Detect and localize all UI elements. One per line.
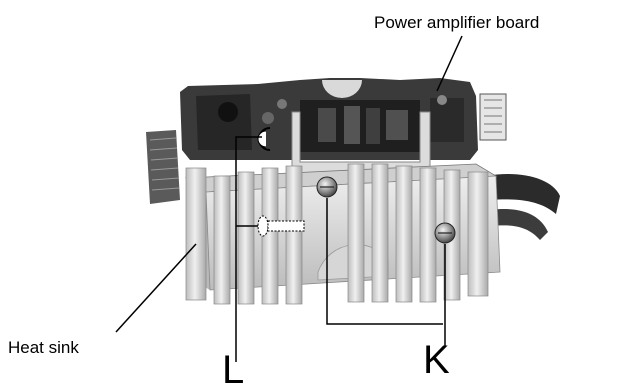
leader-lines [115, 35, 463, 362]
power-amplifier-board-label: Power amplifier board [374, 13, 540, 32]
screw-l-upper [257, 127, 271, 151]
heat-sink-label: Heat sink [8, 338, 79, 357]
screw-k-lower [434, 222, 456, 244]
screw-l-hidden [257, 215, 305, 237]
left-connector [146, 130, 180, 204]
right-cables [486, 174, 560, 240]
screw-k-upper [316, 176, 338, 198]
power-amplifier-board [180, 78, 507, 160]
heat-sink-fins [185, 163, 489, 305]
callout-l-label: L [222, 348, 245, 392]
callout-k-label: K [423, 338, 450, 382]
